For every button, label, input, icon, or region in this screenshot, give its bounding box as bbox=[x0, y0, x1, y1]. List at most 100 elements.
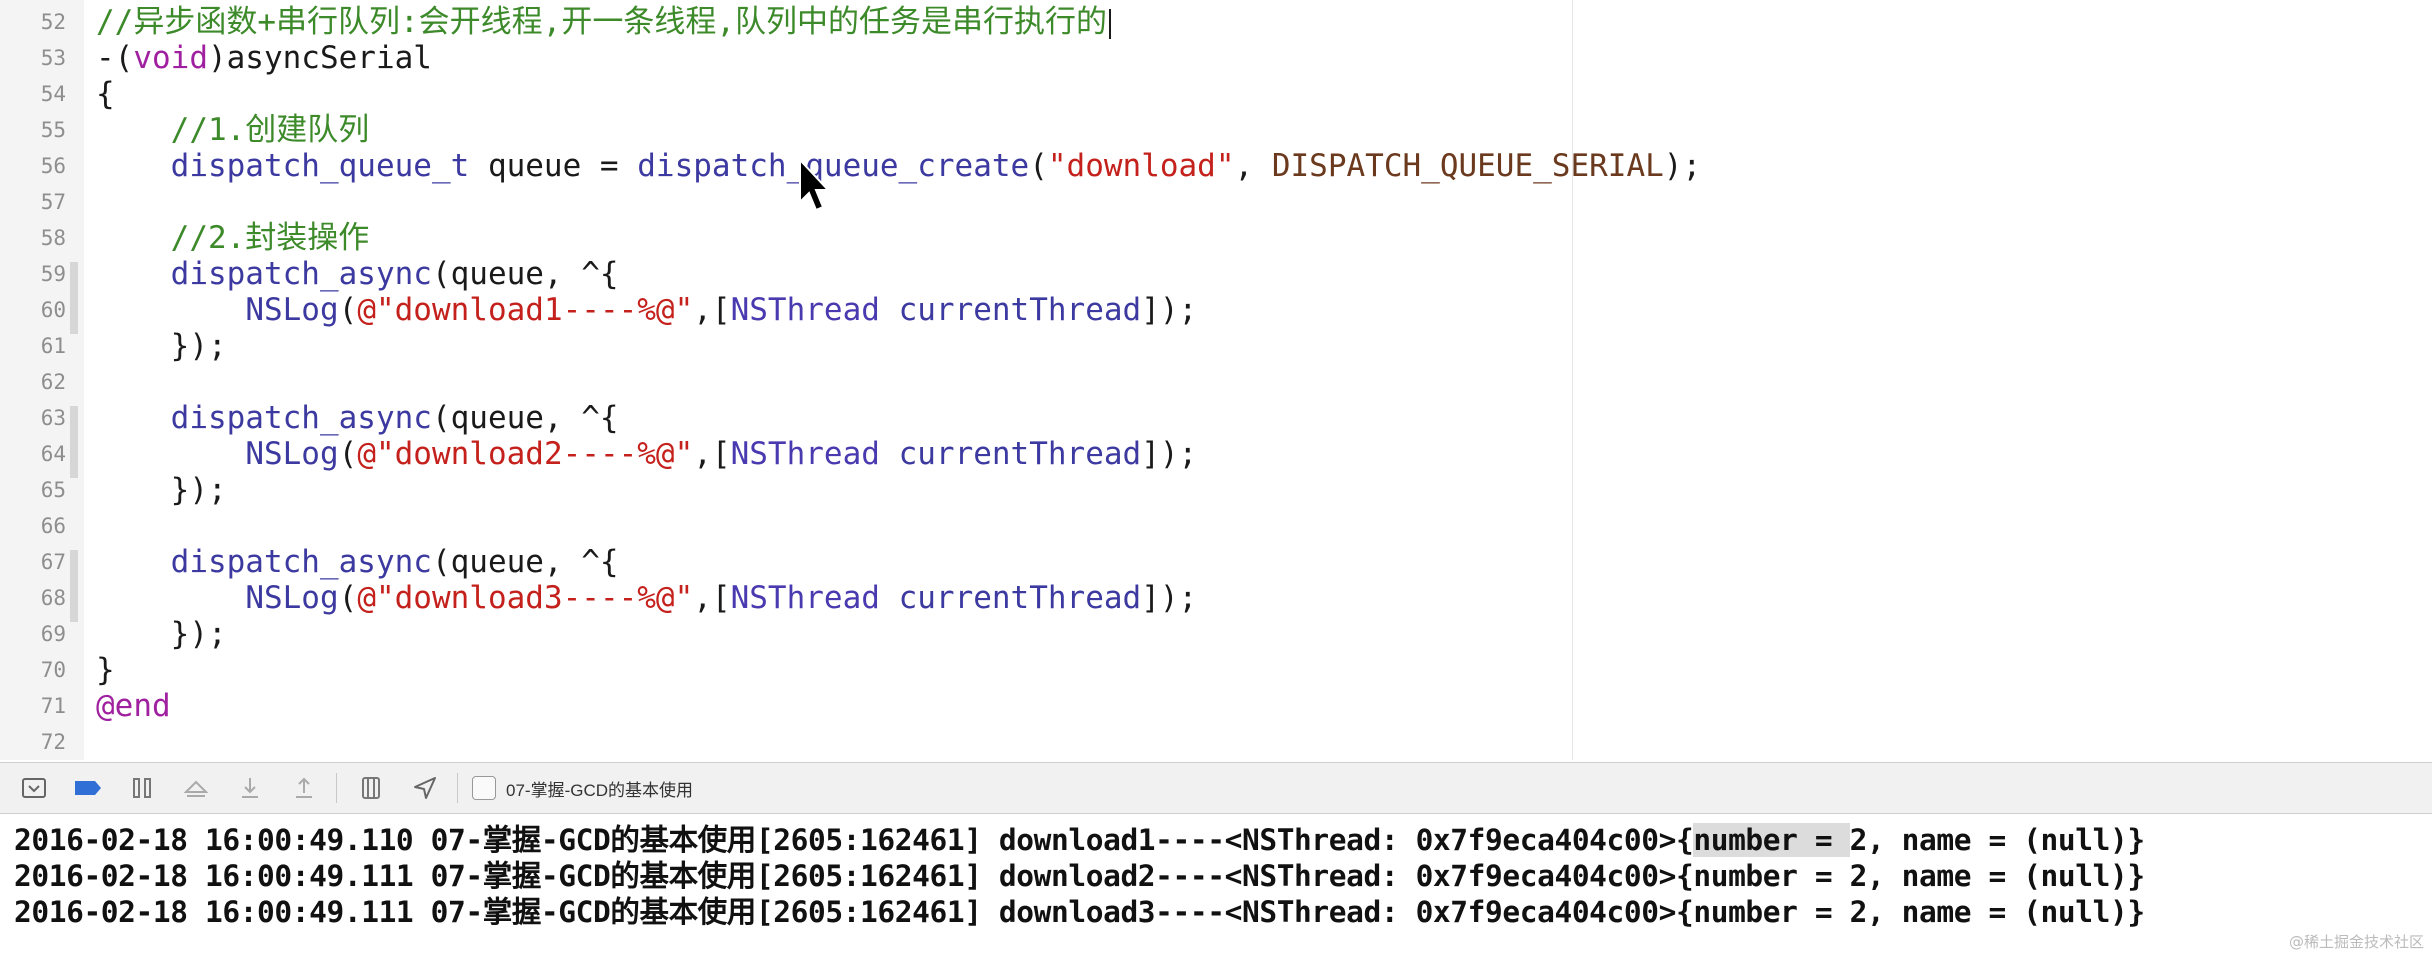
console-line[interactable]: 2016-02-18 16:00:49.110 07-掌握-GCD的基本使用[2… bbox=[14, 822, 2145, 858]
fold-ribbon[interactable] bbox=[70, 550, 78, 622]
step-into-icon bbox=[242, 778, 258, 798]
code-token: @"download3----%@" bbox=[357, 580, 694, 616]
line-number: 53 bbox=[40, 46, 66, 70]
line-number: 56 bbox=[40, 154, 66, 178]
code-token: (queue, ^{ bbox=[431, 400, 619, 436]
fold-ribbon[interactable] bbox=[70, 406, 78, 478]
hide-console-button[interactable] bbox=[14, 768, 54, 808]
code-line[interactable]: }); bbox=[96, 328, 227, 364]
app-target-icon bbox=[472, 776, 496, 800]
code-token bbox=[96, 292, 245, 328]
code-token: @end bbox=[96, 688, 171, 724]
code-token: NSLog bbox=[245, 292, 339, 328]
code-line[interactable]: dispatch_async(queue, ^{ bbox=[96, 544, 619, 580]
step-out-button[interactable] bbox=[284, 768, 324, 808]
code-line[interactable]: //1.创建队列 bbox=[96, 112, 370, 148]
console-text: 2, name = (null)} bbox=[1849, 823, 2146, 857]
code-token: (queue, ^{ bbox=[431, 544, 619, 580]
code-line[interactable]: } bbox=[96, 652, 115, 688]
code-token: @"download1----%@" bbox=[357, 292, 694, 328]
step-over-icon bbox=[183, 780, 209, 797]
console-line[interactable]: 2016-02-18 16:00:49.111 07-掌握-GCD的基本使用[2… bbox=[14, 858, 2145, 894]
code-token: , bbox=[1234, 148, 1272, 184]
line-number: 68 bbox=[40, 586, 66, 610]
code-token: (queue, ^{ bbox=[431, 256, 619, 292]
line-number: 63 bbox=[40, 406, 66, 430]
console-line[interactable]: 2016-02-18 16:00:49.111 07-掌握-GCD的基本使用[2… bbox=[14, 894, 2145, 930]
code-line[interactable]: }); bbox=[96, 472, 227, 508]
step-into-button[interactable] bbox=[230, 768, 270, 808]
code-token: ( bbox=[338, 580, 358, 616]
line-number: 55 bbox=[40, 118, 66, 142]
code-token: currentThread bbox=[898, 580, 1142, 616]
code-token: NSThread bbox=[730, 436, 880, 472]
code-line[interactable]: { bbox=[96, 76, 115, 112]
line-number: 54 bbox=[40, 82, 66, 106]
code-token: DISPATCH_QUEUE_SERIAL bbox=[1271, 148, 1664, 184]
line-number: 58 bbox=[40, 226, 66, 250]
code-token bbox=[96, 148, 171, 184]
code-line[interactable]: @end bbox=[96, 688, 171, 724]
code-line[interactable]: //异步函数+串行队列:会开线程,开一条线程,队列中的任务是串行执行的 bbox=[96, 4, 1111, 40]
pause-icon bbox=[133, 778, 151, 798]
code-token: dispatch_queue_t bbox=[170, 148, 470, 184]
code-line[interactable]: dispatch_async(queue, ^{ bbox=[96, 256, 619, 292]
location-icon bbox=[414, 777, 436, 799]
console-output[interactable]: 2016-02-18 16:00:49.110 07-掌握-GCD的基本使用[2… bbox=[0, 814, 2432, 956]
code-line[interactable]: dispatch_async(queue, ^{ bbox=[96, 400, 619, 436]
code-token: NSLog bbox=[245, 436, 339, 472]
code-line[interactable]: -(void)asyncSerial bbox=[96, 40, 432, 76]
fold-ribbon[interactable] bbox=[70, 262, 78, 334]
code-token: }); bbox=[96, 328, 227, 364]
code-line[interactable]: dispatch_queue_t queue = dispatch_queue_… bbox=[96, 148, 1701, 184]
console-text: 2016-02-18 16:00:49.111 07-掌握-GCD的基本使用[2… bbox=[14, 859, 1694, 893]
code-token: -( bbox=[96, 40, 134, 76]
code-token: currentThread bbox=[898, 292, 1142, 328]
code-token: ); bbox=[1663, 148, 1702, 184]
line-number: 57 bbox=[40, 190, 66, 214]
code-line[interactable]: }); bbox=[96, 616, 227, 652]
pause-button[interactable] bbox=[122, 768, 162, 808]
view-hierarchy-button[interactable] bbox=[351, 768, 391, 808]
code-token: ( bbox=[1029, 148, 1048, 184]
code-line[interactable]: NSLog(@"download2----%@",[NSThread curre… bbox=[96, 436, 1197, 472]
code-line[interactable]: NSLog(@"download3----%@",[NSThread curre… bbox=[96, 580, 1197, 616]
code-token: } bbox=[96, 652, 115, 688]
code-token: }); bbox=[96, 616, 227, 652]
console-text: 2016-02-18 16:00:49.111 07-掌握-GCD的基本使用[2… bbox=[14, 895, 1694, 929]
code-token bbox=[880, 292, 899, 328]
line-number: 70 bbox=[40, 658, 66, 682]
toolbar-separator bbox=[457, 773, 458, 803]
code-token bbox=[96, 400, 171, 436]
toolbar-separator bbox=[336, 773, 337, 803]
line-number: 59 bbox=[40, 262, 66, 286]
step-out-icon bbox=[296, 777, 312, 798]
code-token bbox=[880, 580, 899, 616]
code-line[interactable]: //2.封装操作 bbox=[96, 220, 370, 256]
console-text: number = 2, name = (null)} bbox=[1693, 895, 2145, 929]
step-over-button[interactable] bbox=[176, 768, 216, 808]
code-token: NSThread bbox=[730, 580, 880, 616]
code-token: dispatch_async bbox=[170, 256, 432, 292]
code-token: NSLog bbox=[245, 580, 339, 616]
breakpoints-icon bbox=[75, 781, 101, 795]
code-token: //异步函数+串行队列:会开线程,开一条线程,队列中的任务是串行执行的 bbox=[96, 4, 1107, 40]
code-token: dispatch_async bbox=[170, 544, 432, 580]
target-label[interactable]: 07-掌握-GCD的基本使用 bbox=[506, 780, 694, 800]
code-token: queue = bbox=[469, 148, 638, 184]
code-token: ,[ bbox=[693, 436, 731, 472]
code-token: )asyncSerial bbox=[207, 40, 432, 76]
code-token: void bbox=[133, 40, 208, 76]
code-token bbox=[96, 580, 245, 616]
line-number: 69 bbox=[40, 622, 66, 646]
code-token: currentThread bbox=[898, 436, 1142, 472]
breakpoints-button[interactable] bbox=[68, 768, 108, 808]
code-line[interactable]: NSLog(@"download1----%@",[NSThread curre… bbox=[96, 292, 1197, 328]
code-token: "download" bbox=[1047, 148, 1235, 184]
console-text: number = 2, name = (null)} bbox=[1693, 859, 2145, 893]
simulate-location-button[interactable] bbox=[405, 768, 445, 808]
line-number: 67 bbox=[40, 550, 66, 574]
line-number: 66 bbox=[40, 514, 66, 538]
